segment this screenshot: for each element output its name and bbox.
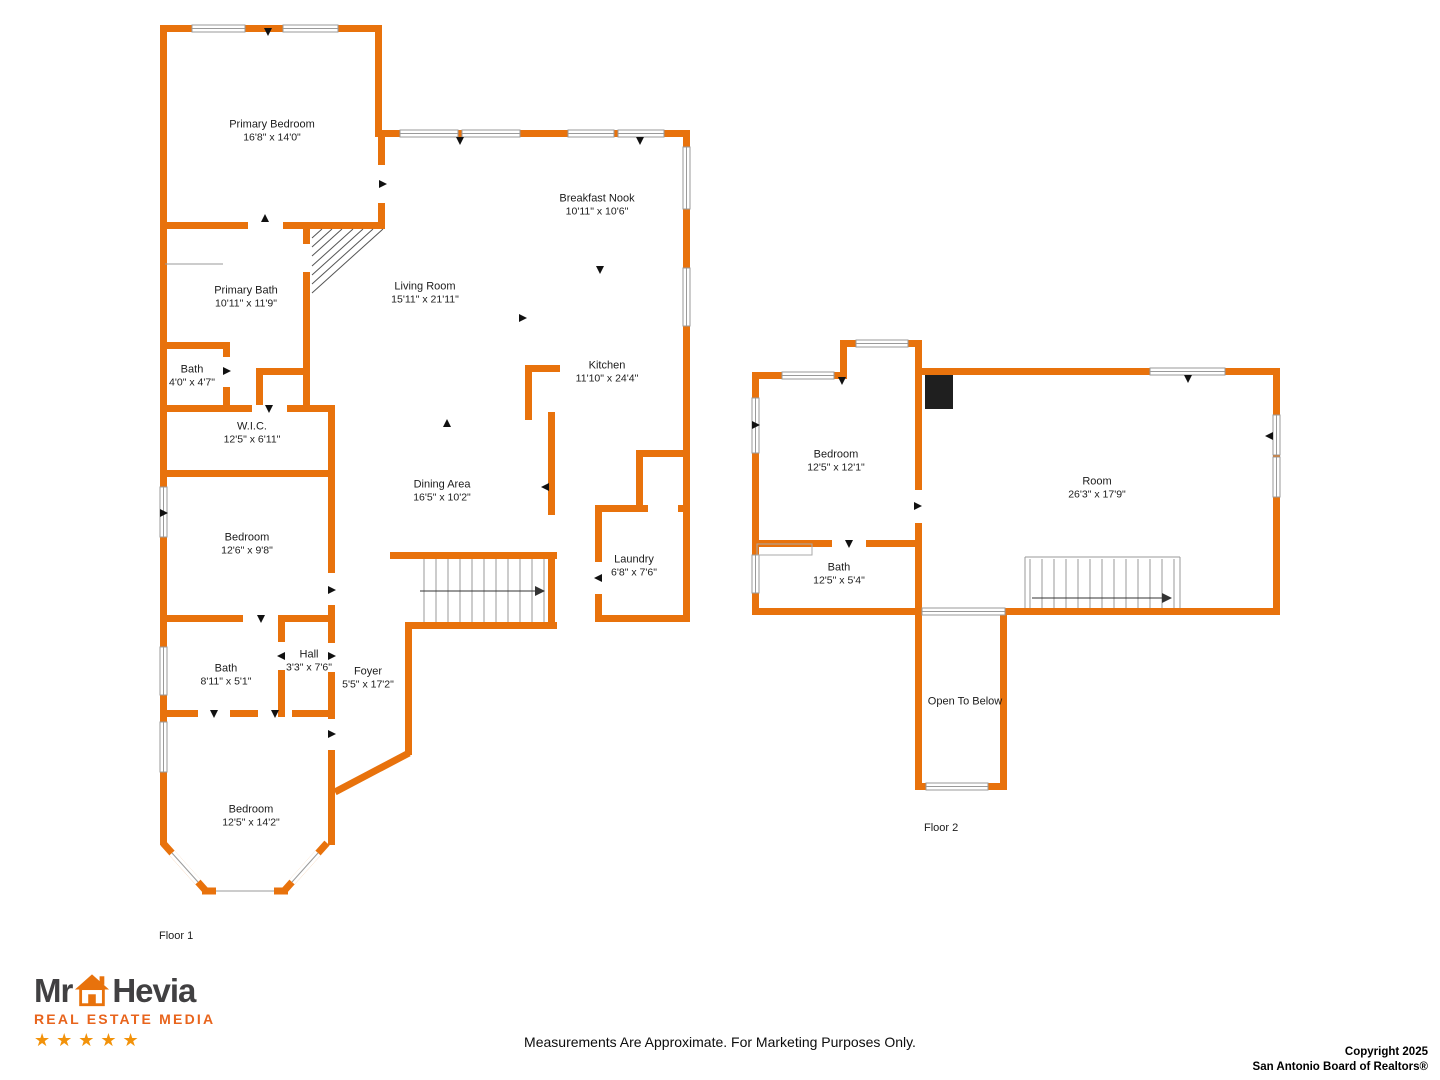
- room-name: Laundry: [614, 553, 654, 566]
- room-label-kitchen: Kitchen 11'10" x 24'4": [576, 359, 639, 384]
- room-dims: 15'11" x 21'11": [391, 293, 459, 306]
- brand-tagline: REAL ESTATE MEDIA: [34, 1011, 216, 1027]
- room-label-bath-small: Bath 4'0" x 4'7": [169, 363, 215, 388]
- floor2-door-markers: [752, 375, 1273, 548]
- room-dims: 10'11" x 11'9": [215, 297, 277, 310]
- floor1-bay-windows: [169, 850, 321, 895]
- house-icon: [75, 973, 110, 1006]
- room-dims: 5'5" x 17'2": [342, 678, 394, 691]
- stairs-direction-arrow-floor1: [535, 586, 545, 596]
- room-dims: 12'5" x 5'4": [813, 574, 865, 587]
- room-name: Kitchen: [588, 359, 626, 372]
- room-name: Living Room: [394, 280, 456, 293]
- stairs-direction-arrow-floor2: [1162, 593, 1172, 603]
- room-name: Bath: [214, 662, 238, 675]
- room-label-open-to-below: Open To Below: [928, 696, 1002, 709]
- room-name: Bath: [180, 363, 204, 376]
- room-name: Bath: [827, 561, 851, 574]
- brand-hevia-text: Hevia: [112, 972, 196, 1009]
- room-name: Bedroom: [224, 531, 270, 544]
- room-dims: 11'10" x 24'4": [575, 372, 639, 385]
- room-label-bedroom-2: Bedroom 12'5" x 14'2": [222, 803, 280, 828]
- room-name: Room: [1082, 475, 1112, 488]
- room-name: Open To Below: [927, 695, 1003, 708]
- room-label-primary-bath: Primary Bath 10'11" x 11'9": [214, 284, 278, 309]
- room-label-dining-area: Dining Area 16'5" x 10'2": [413, 478, 471, 503]
- room-name: W.I.C.: [237, 420, 267, 433]
- brand-mr-text: Mr: [34, 972, 73, 1009]
- floor2-label: Floor 2: [924, 822, 959, 834]
- stairs-icon-floor1: [420, 559, 545, 622]
- chimney-block: [925, 375, 953, 409]
- brand-logo: Mr Hevia REAL ESTATE MEDIA ★★★★★: [34, 972, 215, 1051]
- stairs-icon-floor2: [1024, 556, 1181, 608]
- copyright-attribution: San Antonio Board of Realtors®: [1252, 1061, 1428, 1074]
- copyright-year: Copyright 2025: [1344, 1046, 1428, 1059]
- room-name: Bedroom: [228, 803, 274, 816]
- room-name: Bedroom: [813, 448, 859, 461]
- room-name: Foyer: [353, 665, 383, 678]
- room-name: Dining Area: [413, 478, 471, 491]
- floor1-door-markers: [160, 28, 644, 738]
- floor1-label: Floor 1: [159, 930, 194, 942]
- room-dims: 6'8" x 7'6": [611, 566, 657, 579]
- room-name: Primary Bath: [214, 284, 278, 297]
- room-label-bath-f2: Bath 12'5" x 5'4": [813, 561, 865, 586]
- floor1-bay-and-diagonal-walls: [160, 749, 411, 895]
- room-dims: 4'0" x 4'7": [169, 376, 215, 389]
- room-dims: 26'3" x 17'9": [1068, 488, 1126, 501]
- room-label-room-f2: Room 26'3" x 17'9": [1068, 475, 1126, 500]
- room-dims: 12'5" x 6'11": [223, 433, 281, 446]
- room-dims: 10'11" x 10'6": [565, 205, 629, 218]
- room-label-wic: W.I.C. 12'5" x 6'11": [224, 420, 281, 445]
- room-dims: 12'5" x 14'2": [222, 816, 280, 829]
- room-label-foyer: Foyer 5'5" x 17'2": [342, 665, 394, 690]
- room-label-primary-bedroom: Primary Bedroom 16'8" x 14'0": [229, 118, 315, 143]
- room-name: Primary Bedroom: [229, 118, 315, 131]
- brand-name-row: Mr Hevia: [34, 972, 215, 1010]
- room-dims: 16'5" x 10'2": [413, 491, 471, 504]
- floor1-plan: [159, 24, 691, 895]
- room-dims: 8'11" x 5'1": [200, 675, 252, 688]
- room-label-laundry: Laundry 6'8" x 7'6": [611, 553, 657, 578]
- floor1-walls: [160, 25, 690, 845]
- disclaimer-text: Measurements Are Approximate. For Market…: [524, 1034, 916, 1050]
- room-label-bedroom-f2: Bedroom 12'5" x 12'1": [807, 448, 865, 473]
- room-label-living-room: Living Room 15'11" x 21'11": [391, 280, 459, 305]
- room-label-breakfast-nook: Breakfast Nook 10'11" x 10'6": [559, 192, 634, 217]
- room-name: Breakfast Nook: [559, 192, 635, 205]
- room-dims: 12'5" x 12'1": [807, 461, 865, 474]
- floor2-plan: [751, 339, 1281, 791]
- brand-star-rating: ★★★★★: [34, 1030, 145, 1050]
- copyright-block: Copyright 2025 San Antonio Board of Real…: [1253, 1045, 1428, 1075]
- room-name: Hall: [299, 648, 319, 661]
- room-dims: 16'8" x 14'0": [243, 131, 301, 144]
- room-dims: 12'6" x 9'8": [221, 544, 273, 557]
- room-dims: 3'3" x 7'6": [286, 661, 332, 674]
- corner-stairs-icon: [311, 228, 384, 294]
- floor2-fixtures: [756, 543, 813, 556]
- room-label-hall: Hall 3'3" x 7'6": [286, 648, 332, 673]
- room-label-bedroom-1: Bedroom 12'6" x 9'8": [221, 531, 273, 556]
- room-label-bath-2: Bath 8'11" x 5'1": [201, 662, 252, 687]
